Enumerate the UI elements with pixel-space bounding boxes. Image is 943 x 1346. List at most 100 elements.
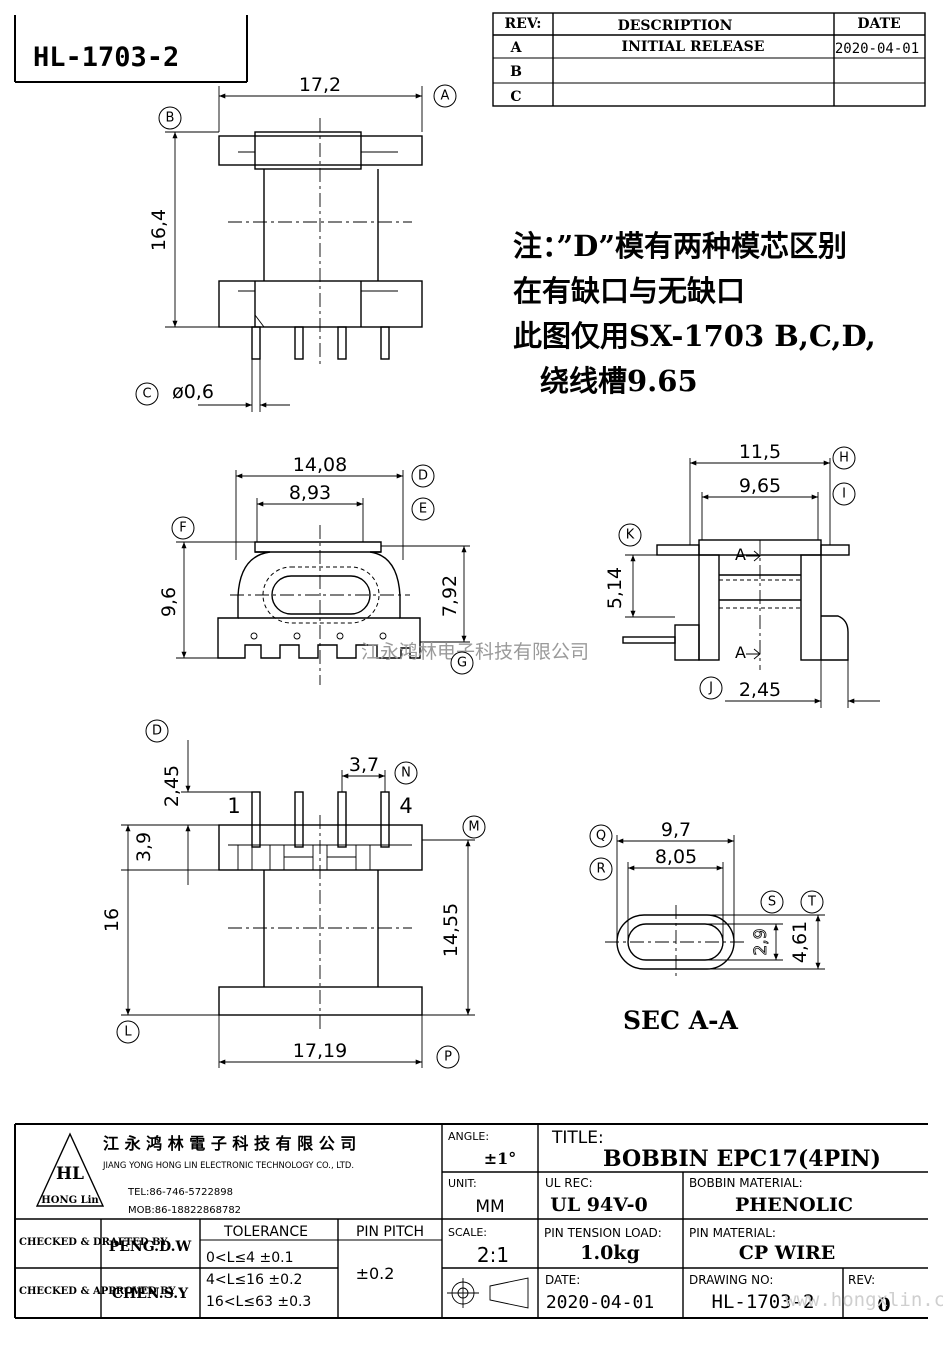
company-logo: HL HONG Lin	[35, 1132, 105, 1207]
company-name-en: JIANG YONG HONG LIN ELECTRONIC TECHNOLOG…	[102, 1160, 354, 1170]
pin-pitch-label: PIN PITCH	[356, 1224, 424, 1240]
balloon-a: A	[441, 89, 450, 104]
balloon-b: B	[166, 111, 175, 126]
rev-a: A	[510, 40, 523, 56]
balloon-c: C	[142, 387, 151, 402]
pin-material-value: CP WIRE	[739, 1242, 836, 1264]
dim-14-55: 14,55	[440, 903, 462, 957]
dim-7-92: 7,92	[439, 575, 461, 617]
title-value: BOBBIN EPC17(4PIN)	[603, 1146, 881, 1172]
scale-value: 2:1	[477, 1243, 509, 1267]
balloon-t: T	[807, 895, 816, 910]
balloon-k: K	[626, 528, 635, 543]
rev-value: 0	[877, 1294, 890, 1316]
watermark-url: www.hongxlin.cn	[785, 1289, 943, 1311]
balloon-d-top-view: D	[152, 724, 162, 739]
tolerance-row-2: 4<L≤16 ±0.2	[206, 1272, 302, 1288]
dim-pin-dia: ø0,6	[172, 381, 214, 403]
company-tel: TEL:86-746-5722898	[127, 1187, 233, 1198]
description-header: DESCRIPTION	[618, 18, 733, 34]
dim-2-45-side: 2,45	[739, 679, 781, 701]
drawing-no-label: DRAWING NO:	[689, 1273, 773, 1287]
section-marker-top: A	[735, 545, 746, 564]
pin-label-4: 4	[399, 794, 412, 818]
pin-label-1: 1	[227, 794, 240, 818]
unit-label: UNIT:	[448, 1177, 477, 1190]
note-line-2: 在有缺口与无缺口	[513, 274, 745, 308]
top-view: 1 4 2,45 3,9 16 3,7 14,55 17,19	[101, 740, 475, 1068]
balloon-e: E	[419, 502, 427, 517]
checked-approved-value: CHEN.S.Y	[112, 1286, 189, 1302]
pin-tension-label: PIN TENSION LOAD:	[544, 1226, 662, 1240]
section-label: SEC A-A	[623, 1006, 738, 1035]
angle-label: ANGLE:	[448, 1130, 489, 1143]
tolerance-row-1: 0<L≤4 ±0.1	[206, 1250, 294, 1266]
dim-3-7: 3,7	[349, 754, 379, 776]
dim-16-4: 16,4	[148, 209, 170, 251]
dim-8-05: 8,05	[655, 846, 697, 868]
note-line-1: 注：”D”模有两种模芯区别	[513, 229, 847, 263]
tolerance-row-3: 16<L≤63 ±0.3	[206, 1294, 311, 1310]
scale-label: SCALE:	[448, 1226, 487, 1239]
drawing-no-value: HL-1703-2	[712, 1291, 815, 1313]
title-label: TITLE:	[551, 1128, 604, 1148]
front-view: 17,2 16,4 ø0,6	[148, 74, 423, 412]
company-mob: MOB:86-18822868782	[128, 1205, 241, 1216]
date-value: 2020-04-01	[546, 1292, 654, 1313]
revision-table: REV: DESCRIPTION DATE A INITIAL RELEASE …	[492, 12, 926, 107]
logo-subtext: HONG Lin	[41, 1195, 99, 1206]
rev-a-date: 2020-04-01	[835, 41, 919, 57]
checked-drafted-value: PENG.D.W	[109, 1239, 192, 1255]
company-name-cn: 江 永 鸿 林 電 子 科 技 有 限 公 司	[103, 1134, 356, 1153]
bobbin-material-value: PHENOLIC	[735, 1194, 853, 1216]
checked-drafted-label: CHECKED & DRAFTED BY	[19, 1237, 168, 1248]
dim-4-61: 4,61	[789, 921, 811, 963]
end-view: 14,08 8,93 9,6 7,92	[158, 454, 470, 685]
balloon-h: H	[839, 451, 849, 466]
balloon-l: L	[124, 1025, 132, 1040]
section-view: 9,7 8,05 2,9 4,61 SEC A-A	[605, 819, 825, 1035]
rev-a-description: INITIAL RELEASE	[622, 39, 765, 55]
dim-2-9: 2,9	[751, 928, 771, 955]
checked-approved-label: CHECKED & APPROVED BY	[19, 1286, 176, 1297]
dim-2-45-pins: 2,45	[161, 765, 183, 807]
dim-14-08: 14,08	[293, 454, 347, 476]
tolerance-label: TOLERANCE	[223, 1224, 308, 1240]
balloon-p: P	[444, 1050, 452, 1065]
ul-value: UL 94V-0	[550, 1194, 647, 1216]
dim-3-9: 3,9	[133, 832, 155, 862]
section-marker-bottom: A	[735, 643, 746, 662]
dim-16: 16	[101, 908, 123, 932]
bobbin-material-label: BOBBIN MATERIAL:	[689, 1176, 803, 1190]
balloon-r: R	[596, 862, 605, 877]
pin-material-label: PIN MATERIAL:	[689, 1226, 776, 1240]
logo-text: HL	[56, 1164, 84, 1184]
date-label: DATE:	[545, 1273, 580, 1287]
note-line-3: 此图仅用SX-1703 B,C,D,	[513, 319, 876, 353]
balloon-i: I	[842, 487, 846, 502]
dim-11-5: 11,5	[739, 441, 781, 463]
unit-value: MM	[475, 1197, 504, 1217]
dim-8-93: 8,93	[289, 482, 331, 504]
side-view: A A 11,5 9,65 5,14 2,45	[604, 441, 880, 708]
dim-9-65: 9,65	[739, 475, 781, 497]
balloon-g: G	[457, 656, 467, 671]
drawing-code-box: HL-1703-2	[14, 15, 248, 83]
balloon-m: M	[468, 820, 479, 835]
notes: 注：”D”模有两种模芯区别 在有缺口与无缺口 此图仅用SX-1703 B,C,D…	[513, 229, 876, 398]
angle-value: ±1°	[484, 1149, 517, 1168]
dim-17-2: 17,2	[299, 74, 341, 96]
watermark: 江永鸿林电子科技有限公司	[361, 641, 589, 663]
note-line-4: 绕线槽9.65	[540, 364, 698, 398]
rev-c: C	[510, 89, 521, 105]
balloon-d: D	[418, 469, 428, 484]
balloons: A B C D E F G H I K J D N M L P Q R S T	[116, 84, 856, 1069]
dim-5-14: 5,14	[604, 567, 626, 609]
title-block: HL HONG Lin 江 永 鸿 林 電 子 科 技 有 限 公 司 JIAN…	[14, 1123, 928, 1319]
rev-header: REV:	[505, 16, 542, 32]
pin-tension-value: 1.0kg	[580, 1242, 640, 1264]
rev-b: B	[510, 64, 522, 80]
dim-9-6: 9,6	[158, 587, 180, 617]
balloon-n: N	[401, 766, 411, 781]
